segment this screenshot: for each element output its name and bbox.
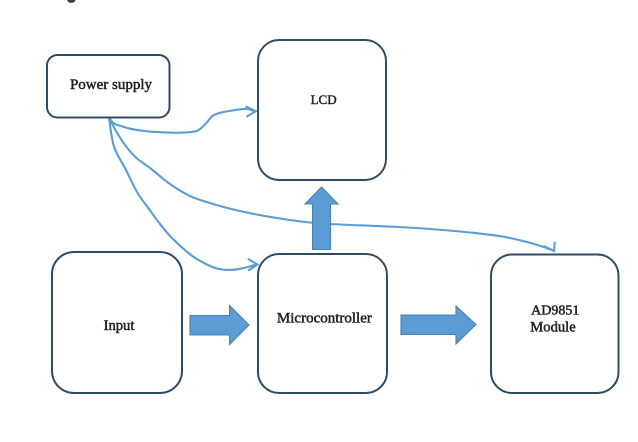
svg-text:AD9851: AD9851 — [531, 304, 579, 319]
svg-text:Input: Input — [104, 318, 135, 334]
svg-text:Module: Module — [530, 319, 575, 335]
svg-text:Power supply: Power supply — [70, 77, 153, 93]
svg-text:Microcontroller: Microcontroller — [277, 311, 372, 327]
svg-text:LCD: LCD — [311, 92, 337, 107]
